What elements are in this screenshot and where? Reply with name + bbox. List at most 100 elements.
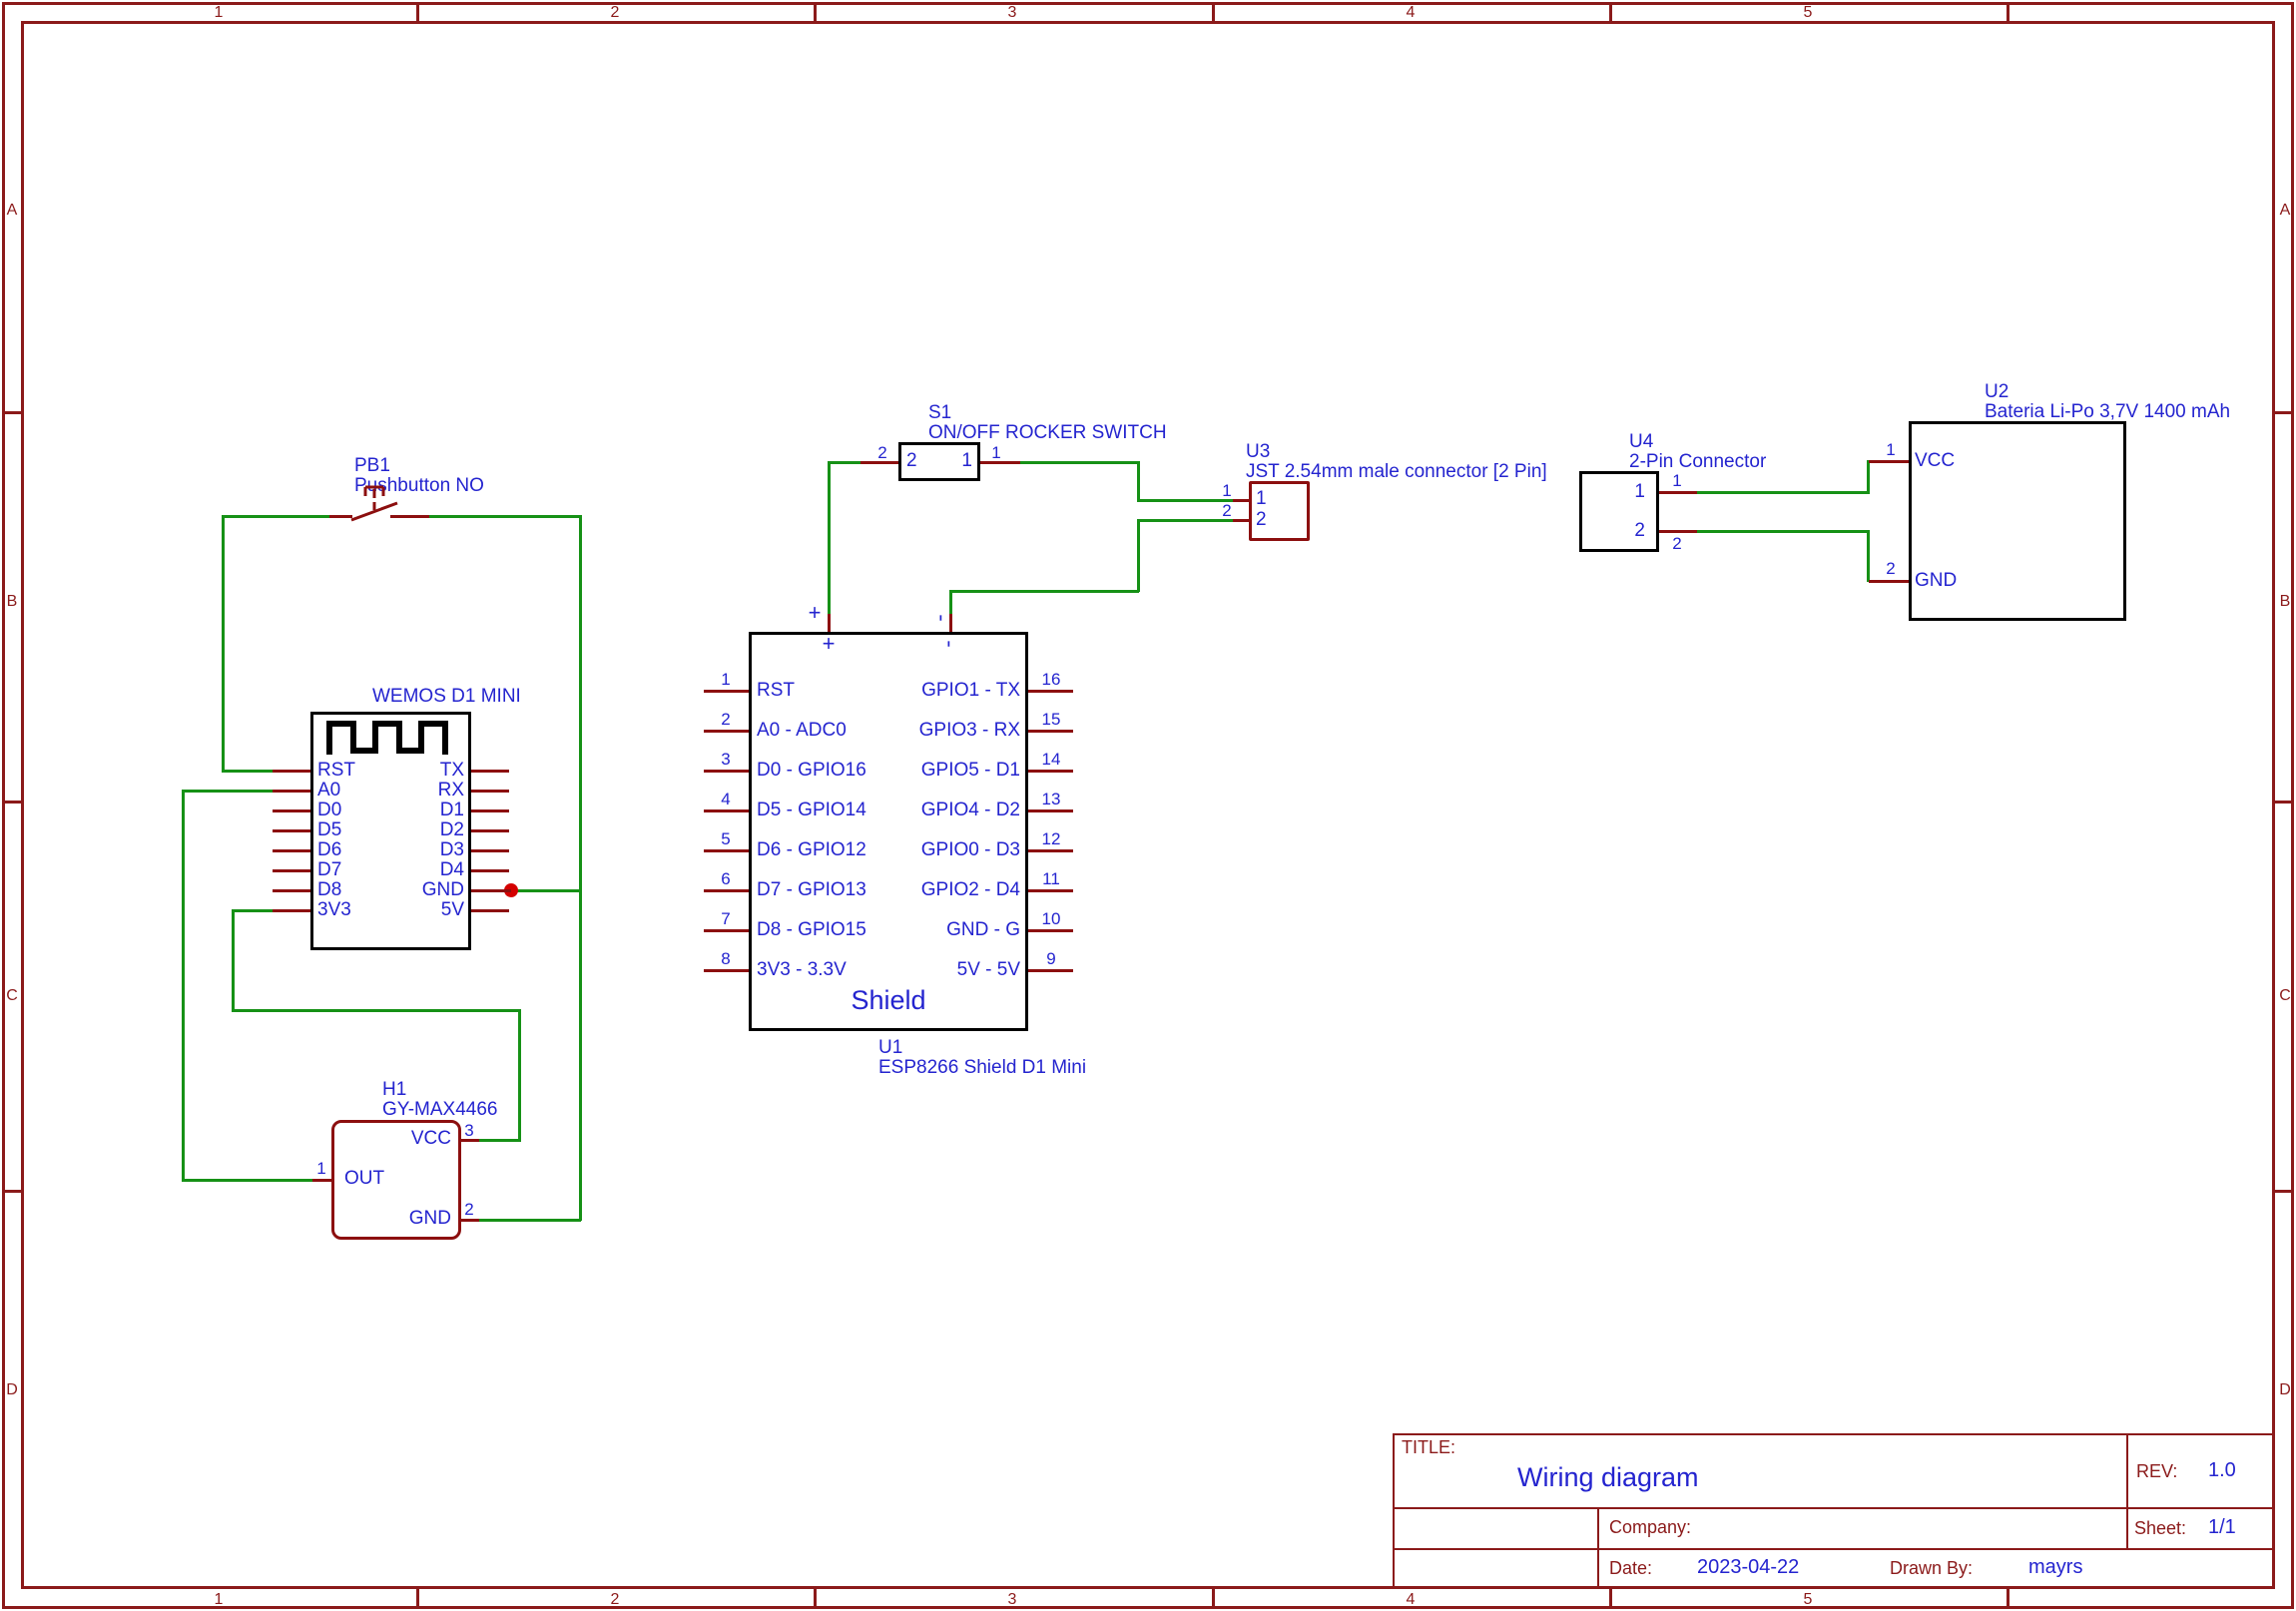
pin-shield-16[interactable] xyxy=(1028,690,1073,693)
wire[interactable] xyxy=(1697,491,1870,494)
pin-h1-out[interactable] xyxy=(312,1179,331,1182)
pin-shield-1[interactable] xyxy=(704,690,749,693)
u2-body[interactable] xyxy=(1909,421,2126,621)
u3-value[interactable]: JST 2.54mm male connector [2 Pin] xyxy=(1246,461,1547,482)
pin-shield-8[interactable] xyxy=(704,969,749,972)
pin-wemos-5v[interactable] xyxy=(471,909,509,912)
pin-shield-2[interactable] xyxy=(704,730,749,733)
pin-shield-12[interactable] xyxy=(1028,849,1073,852)
wemos-body[interactable] xyxy=(310,712,471,950)
wire[interactable] xyxy=(182,790,273,793)
drawn-by-value[interactable]: mayrs xyxy=(2028,1556,2083,1578)
pin-wemos-d0[interactable] xyxy=(273,809,310,812)
u4-ref[interactable]: U4 xyxy=(1629,431,1654,452)
u3-body[interactable] xyxy=(1249,481,1310,541)
pin-pb1-2[interactable] xyxy=(390,515,429,518)
pushbutton-symbol-icon[interactable] xyxy=(339,479,439,524)
shield-ref[interactable]: U1 xyxy=(878,1037,903,1058)
pin-wemos-gnd[interactable] xyxy=(471,889,511,892)
sheet-value[interactable]: 1/1 xyxy=(2208,1516,2236,1538)
pin-wemos-d2[interactable] xyxy=(471,829,509,832)
u2-ref[interactable]: U2 xyxy=(1985,381,2009,402)
pin-u2-gnd[interactable] xyxy=(1869,580,1909,583)
pin-shield-9[interactable] xyxy=(1028,969,1073,972)
date-value[interactable]: 2023-04-22 xyxy=(1697,1556,1800,1578)
pin-s1-2[interactable] xyxy=(861,461,898,464)
wire[interactable] xyxy=(949,590,1139,593)
wire[interactable] xyxy=(232,909,273,912)
u3-ref[interactable]: U3 xyxy=(1246,441,1271,462)
pin-u4-2[interactable] xyxy=(1659,530,1697,533)
pin-shield-plus[interactable] xyxy=(828,614,831,632)
pin-u3-1[interactable] xyxy=(1233,499,1249,502)
shield-value[interactable]: ESP8266 Shield D1 Mini xyxy=(878,1057,1087,1078)
wire[interactable] xyxy=(1697,530,1870,533)
pin-wemos-d6[interactable] xyxy=(273,849,310,852)
pb1-value[interactable]: Pushbutton NO xyxy=(354,475,484,496)
pin-u4-1[interactable] xyxy=(1659,491,1697,494)
pin-wemos-rst[interactable] xyxy=(273,770,310,773)
wire-junction[interactable] xyxy=(504,883,518,897)
pin-shield-4[interactable] xyxy=(704,809,749,812)
sheet-title[interactable]: Wiring diagram xyxy=(1517,1462,1699,1492)
wire[interactable] xyxy=(232,909,235,1011)
wire[interactable] xyxy=(1137,499,1233,502)
wire[interactable] xyxy=(477,889,581,892)
pin-h1-gnd[interactable] xyxy=(461,1219,479,1222)
pin-u2-vcc[interactable] xyxy=(1869,460,1909,463)
pin-h1-vcc[interactable] xyxy=(461,1139,479,1142)
pin-wemos-3v3[interactable] xyxy=(273,909,310,912)
pin-wemos-a0[interactable] xyxy=(273,790,310,793)
wire[interactable] xyxy=(518,1009,521,1141)
pin-s1-1[interactable] xyxy=(980,461,1020,464)
wire[interactable] xyxy=(232,1009,521,1012)
u2-value[interactable]: Bateria Li-Po 3,7V 1400 mAh xyxy=(1985,401,2231,422)
h1-body[interactable] xyxy=(331,1120,461,1240)
pin-u3-2[interactable] xyxy=(1233,519,1249,522)
pb1-ref[interactable]: PB1 xyxy=(354,455,390,476)
u4-body[interactable] xyxy=(1579,471,1659,552)
pin-shield-3[interactable] xyxy=(704,770,749,773)
pin-shield-14[interactable] xyxy=(1028,770,1073,773)
wire[interactable] xyxy=(429,515,582,518)
wire[interactable] xyxy=(222,515,331,518)
wire[interactable] xyxy=(222,770,273,773)
u4-value[interactable]: 2-Pin Connector xyxy=(1629,451,1767,472)
pin-wemos-d5[interactable] xyxy=(273,829,310,832)
pin-wemos-d4[interactable] xyxy=(471,869,509,872)
wire[interactable] xyxy=(1137,519,1233,522)
pin-shield-11[interactable] xyxy=(1028,889,1073,892)
wire[interactable] xyxy=(829,461,861,464)
wire[interactable] xyxy=(479,1219,581,1222)
wire[interactable] xyxy=(222,515,225,772)
wemos-name[interactable]: WEMOS D1 MINI xyxy=(372,686,521,707)
wire[interactable] xyxy=(579,515,582,1221)
pin-wemos-tx[interactable] xyxy=(471,770,509,773)
pin-pb1-1[interactable] xyxy=(329,515,352,518)
pin-shield-5[interactable] xyxy=(704,849,749,852)
pin-wemos-rx[interactable] xyxy=(471,790,509,793)
wire[interactable] xyxy=(828,461,831,616)
pin-shield-10[interactable] xyxy=(1028,929,1073,932)
shield-body[interactable] xyxy=(749,632,1028,1031)
wire[interactable] xyxy=(1020,461,1140,464)
wire[interactable] xyxy=(1867,530,1870,582)
s1-value[interactable]: ON/OFF ROCKER SWITCH xyxy=(928,422,1167,443)
pin-shield-minus[interactable] xyxy=(949,614,952,632)
pin-wemos-d1[interactable] xyxy=(471,809,509,812)
wire[interactable] xyxy=(1867,460,1870,493)
pin-wemos-d7[interactable] xyxy=(273,869,310,872)
wire[interactable] xyxy=(182,1179,312,1182)
pin-shield-15[interactable] xyxy=(1028,730,1073,733)
pin-shield-6[interactable] xyxy=(704,889,749,892)
s1-ref[interactable]: S1 xyxy=(928,402,952,423)
wire[interactable] xyxy=(479,1139,521,1142)
wire[interactable] xyxy=(1137,519,1140,592)
wire[interactable] xyxy=(1137,461,1140,501)
pin-wemos-d3[interactable] xyxy=(471,849,509,852)
s1-body[interactable] xyxy=(898,442,980,481)
pin-shield-13[interactable] xyxy=(1028,809,1073,812)
wire[interactable] xyxy=(182,790,185,1181)
rev-value[interactable]: 1.0 xyxy=(2208,1459,2236,1481)
h1-value[interactable]: GY-MAX4466 xyxy=(382,1099,498,1120)
